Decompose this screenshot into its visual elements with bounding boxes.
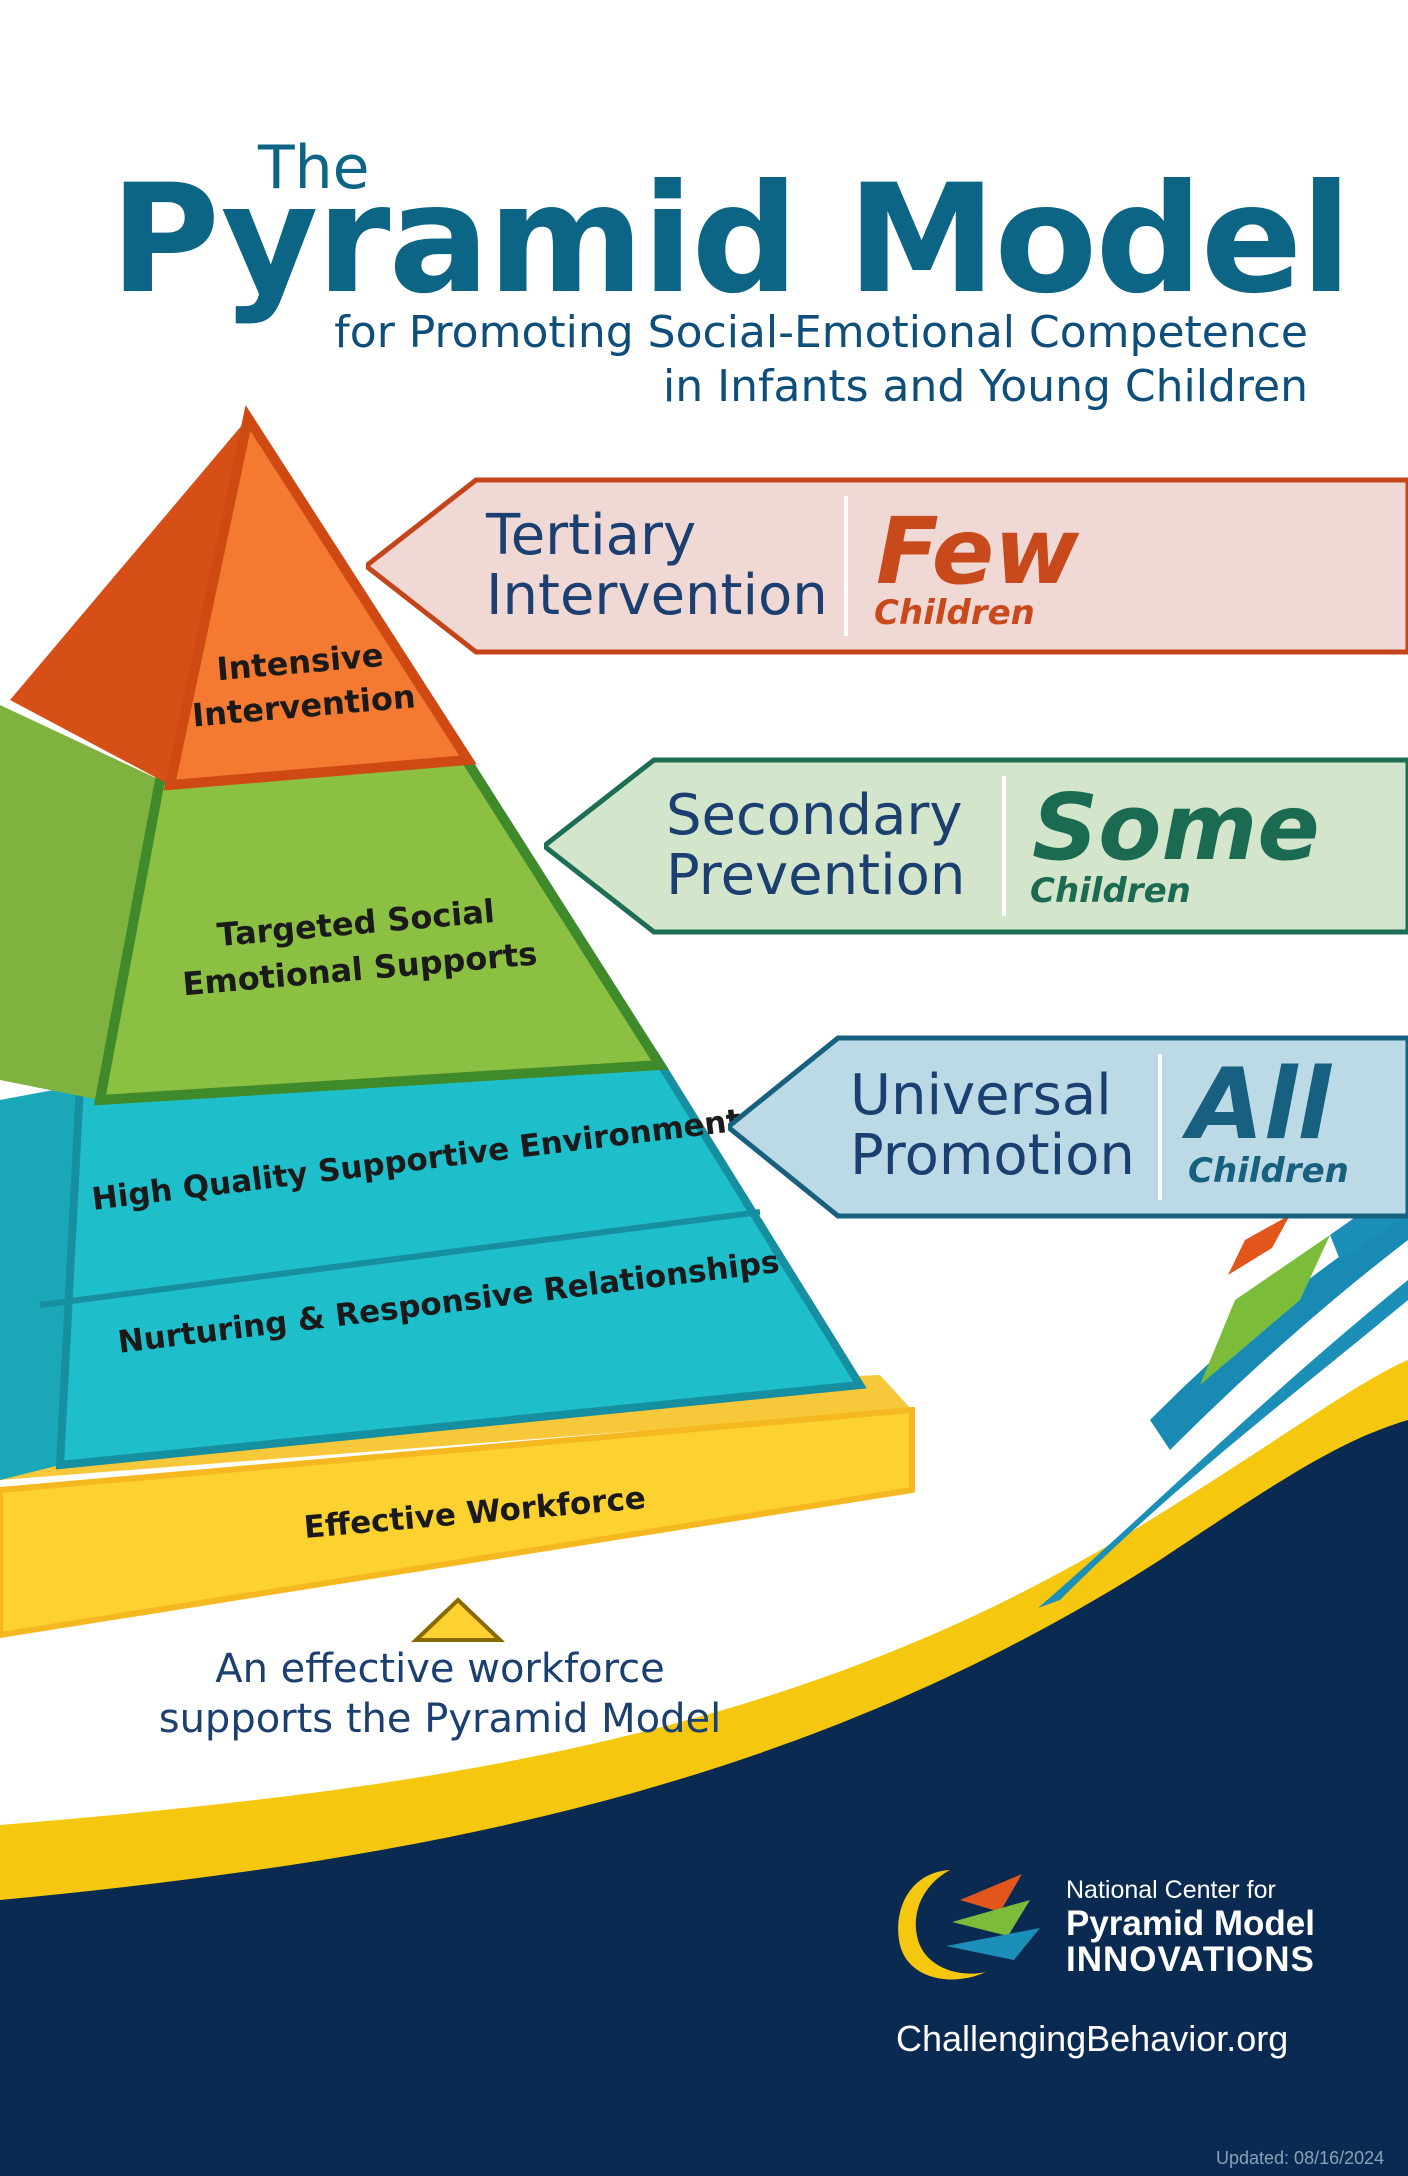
blue-stripe — [1038, 1280, 1408, 1608]
orange-stripe — [1228, 1215, 1290, 1275]
arrow-tertiary-shape — [366, 477, 1408, 655]
caption-line-2: supports the Pyramid Model — [158, 1696, 722, 1742]
arrow-tertiary-amount: Few — [876, 498, 1080, 605]
arrow-tertiary-level-line2: Intervention — [486, 563, 828, 628]
arrow-tertiary-who: Children — [874, 593, 1035, 633]
org-name-line2: Pyramid Model — [1066, 1904, 1315, 1943]
arrow-secondary-level: Secondary Prevention — [666, 786, 965, 906]
pyramid-secondary-left — [0, 705, 160, 1100]
arrow-secondary: Secondary Prevention Some Children — [544, 756, 1408, 936]
subtitle-line-1: for Promoting Social-Emotional Competenc… — [334, 307, 1308, 358]
universal-divider — [39, 1209, 761, 1308]
arrow-secondary-shape — [544, 757, 1408, 935]
pointer-triangle — [411, 1597, 505, 1642]
arrow-tertiary-level: Tertiary Intervention — [486, 506, 828, 626]
arrow-universal-who: Children — [1188, 1151, 1349, 1191]
org-name-line1: National Center for — [1066, 1876, 1276, 1904]
subtitle-line-2: in Infants and Young Children — [663, 361, 1308, 412]
yellow-swoosh — [0, 1360, 1408, 1900]
arrow-secondary-who: Children — [1030, 871, 1191, 911]
pyramid-universal-left — [0, 1085, 80, 1480]
blue-stripe-2 — [1150, 1210, 1408, 1450]
workforce-caption: An effective workforce supports the Pyra… — [120, 1644, 760, 1744]
arrow-universal-level-line2: Promotion — [850, 1123, 1135, 1188]
arrow-tertiary: Tertiary Intervention Few Children — [366, 476, 1408, 656]
arrow-universal-amount: All — [1188, 1048, 1332, 1162]
pyramid-graphic — [0, 405, 915, 1642]
arrow-secondary-amount: Some — [1032, 774, 1320, 881]
subtitle: for Promoting Social-Emotional Competenc… — [308, 306, 1308, 414]
pyramid-top-front — [163, 405, 477, 791]
arrow-secondary-level-line1: Secondary — [666, 783, 963, 848]
arrow-universal-level: Universal Promotion — [850, 1066, 1135, 1186]
org-name-line3: INNOVATIONS — [1066, 1940, 1315, 1979]
arrow-universal-shape — [728, 1035, 1408, 1219]
green-stripe — [1200, 1235, 1330, 1385]
arrow-universal: Universal Promotion All Children — [728, 1034, 1408, 1220]
page-title: Pyramid Model — [110, 153, 1352, 327]
arrow-secondary-level-line2: Prevention — [666, 843, 966, 908]
website-link[interactable]: ChallengingBehavior.org — [896, 2018, 1289, 2059]
updated-date: Updated: 08/16/2024 — [1216, 2148, 1385, 2168]
caption-line-1: An effective workforce — [215, 1646, 665, 1692]
title-prefix: The — [258, 133, 370, 203]
pyramid-base-front — [0, 1406, 915, 1639]
arrow-universal-level-line1: Universal — [850, 1063, 1112, 1128]
org-logo-icon — [898, 1870, 1040, 1980]
arrow-tertiary-level-line1: Tertiary — [486, 503, 697, 568]
footer-background — [0, 1400, 1408, 2176]
